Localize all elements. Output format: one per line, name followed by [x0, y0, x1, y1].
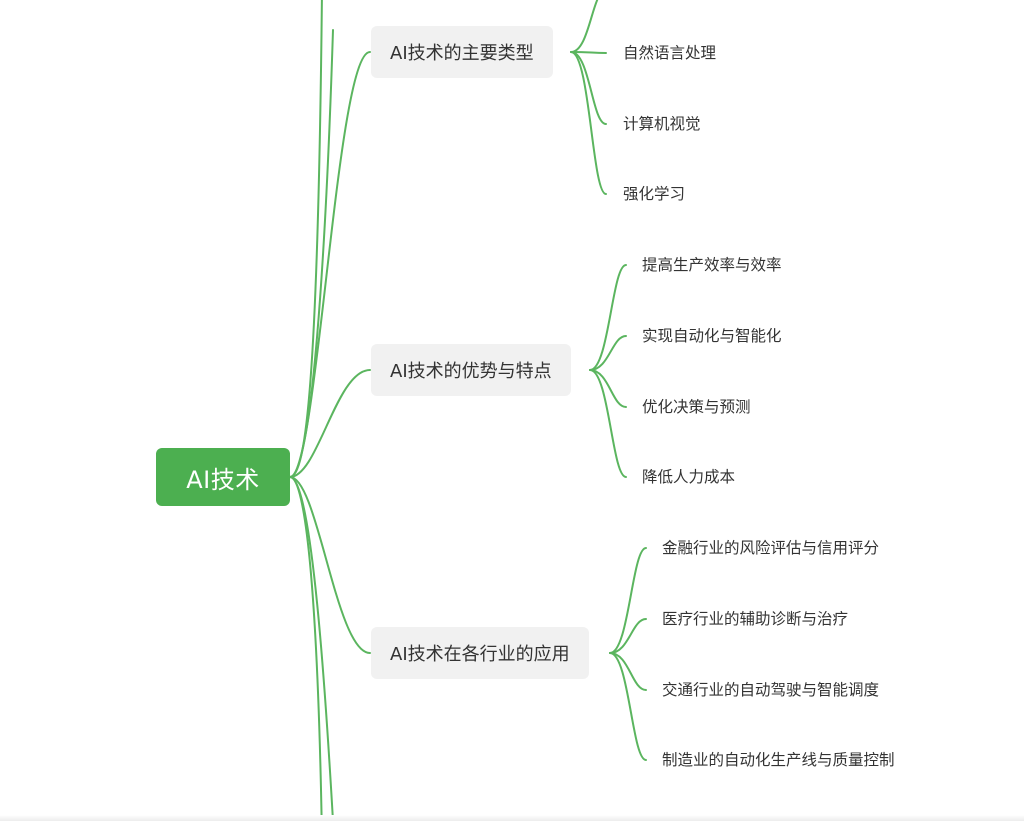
leaf-node[interactable]: 提高生产效率与效率 [642, 256, 782, 274]
leaf-node[interactable]: 强化学习 [623, 185, 686, 203]
branch-node-applications[interactable]: AI技术在各行业的应用 [371, 627, 589, 679]
connector-root-offscreen [289, 29, 334, 478]
root-node[interactable]: AI技术 [156, 448, 290, 506]
connector-branch-leaf [589, 369, 627, 478]
connector-root-offscreen [289, 476, 323, 821]
branch-node-label: AI技术的主要类型 [390, 43, 534, 64]
connector-root-offscreen [289, 0, 323, 478]
connector-branch-leaf [570, 51, 607, 125]
leaf-node[interactable]: 优化决策与预测 [642, 398, 751, 416]
connector-root-offscreen [289, 476, 334, 821]
connector-branch-leaf [570, 0, 599, 53]
connector-root-branch [289, 369, 371, 478]
connector-branch-leaf [570, 51, 607, 54]
leaf-node[interactable]: 计算机视觉 [623, 115, 701, 133]
leaf-node[interactable]: 交通行业的自动驾驶与智能调度 [662, 681, 880, 699]
connector-branch-leaf [589, 369, 627, 408]
branch-node-label: AI技术的优势与特点 [390, 361, 552, 382]
branch-node-main-types[interactable]: AI技术的主要类型 [371, 26, 553, 78]
leaf-node[interactable]: 医疗行业的辅助诊断与治疗 [662, 610, 849, 628]
connector-branch-leaf [609, 652, 647, 761]
connector-branch-leaf [570, 51, 607, 195]
connector-branch-leaf [609, 547, 647, 654]
leaf-node[interactable]: 制造业的自动化生产线与质量控制 [662, 751, 895, 769]
leaf-node[interactable]: 自然语言处理 [623, 44, 717, 62]
branch-node-advantages[interactable]: AI技术的优势与特点 [371, 344, 571, 396]
connector-root-branch [289, 476, 371, 654]
leaf-node[interactable]: 实现自动化与智能化 [642, 327, 782, 345]
root-node-label: AI技术 [186, 465, 260, 494]
connector-branch-leaf [589, 264, 627, 371]
bottom-edge-shadow [0, 815, 1024, 821]
leaf-node[interactable]: 降低人力成本 [642, 468, 736, 486]
connector-branch-leaf [609, 652, 647, 691]
connector-branch-leaf [609, 618, 647, 654]
connector-branch-leaf [589, 335, 627, 371]
leaf-node[interactable]: 金融行业的风险评估与信用评分 [662, 539, 880, 557]
branch-node-label: AI技术在各行业的应用 [390, 644, 570, 665]
